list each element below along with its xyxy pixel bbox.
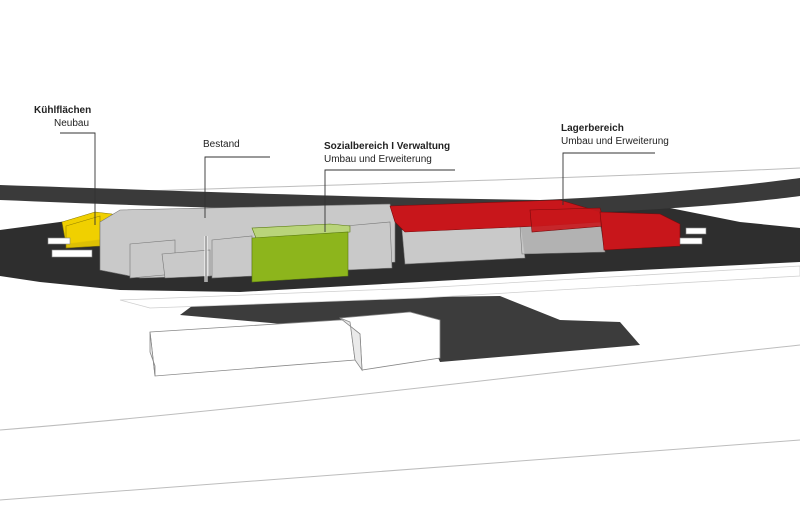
building-sozialbereich — [251, 223, 351, 283]
label-lagerbereich-sub: Umbau und Erweiterung — [561, 136, 669, 147]
road-white — [119, 265, 800, 309]
foreground-blocks — [149, 311, 441, 377]
label-lagerbereich-title: Lagerbereich — [561, 123, 624, 134]
label-bestand: Bestand — [203, 138, 240, 151]
building-lagerbereich — [389, 199, 681, 251]
label-sozialbereich-title: Sozialbereich I Verwaltung — [324, 141, 451, 152]
label-bestand-title: Bestand — [203, 139, 240, 150]
label-kuehlflaechen-sub: Neubau — [54, 118, 90, 129]
building-kuehlflaechen — [61, 211, 113, 249]
road-band — [0, 178, 800, 214]
label-sozialbereich: Sozialbereich I Verwaltung Umbau und Erw… — [324, 140, 450, 166]
label-kuehlflaechen: Kühlflächen Neubau — [34, 104, 91, 130]
label-sozialbereich-sub: Umbau und Erweiterung — [324, 154, 432, 165]
leader-lines — [60, 132, 655, 282]
trucks — [47, 227, 707, 258]
label-kuehlflaechen-title: Kühlflächen — [34, 105, 92, 116]
label-lagerbereich: Lagerbereich Umbau und Erweiterung — [561, 122, 669, 148]
